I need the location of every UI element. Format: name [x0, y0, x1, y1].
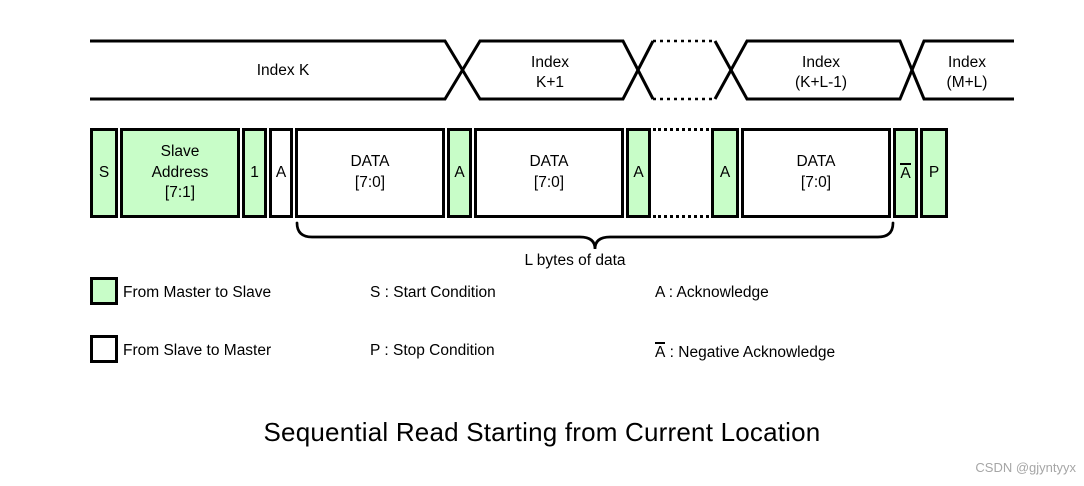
legend-desc: : Stop Condition: [380, 342, 495, 359]
index-segment-label: K+1: [536, 74, 564, 91]
data-bytes-brace: [295, 221, 895, 250]
diagram-title: Sequential Read Starting from Current Lo…: [263, 417, 821, 447]
legend-symbol-overlined: A: [655, 342, 666, 361]
legend-symbol: A: [655, 284, 665, 301]
frame-box-label: A: [633, 163, 644, 181]
csdn-watermark: CSDN @gjyntyyx: [975, 460, 1076, 475]
index-segment-label: Index: [531, 54, 569, 71]
frame-box-read-bit: 1: [242, 128, 267, 218]
frame-box-label: Slave: [160, 143, 200, 161]
frame-box-label-overlined: A: [900, 163, 911, 183]
index-segment-label: (K+L-1): [795, 74, 847, 91]
frame-box-ellipsis: [653, 128, 709, 218]
frame-box-label: DATA: [796, 153, 836, 171]
index-segment-label: Index: [948, 54, 986, 71]
frame-box-label: A: [719, 163, 731, 181]
legend-def-ack: A : Acknowledge: [655, 284, 769, 302]
bus-line-top-right: [713, 39, 1014, 101]
i2c-frame-row: S Slave Address [7:1] 1 A DATA [7:0] A D…: [90, 128, 948, 218]
bus-line-bottom: [90, 39, 655, 101]
index-segment-label: Index: [802, 54, 840, 71]
frame-box-label: [7:0]: [533, 174, 565, 191]
legend-swatch-slave: [90, 335, 118, 363]
index-segment-label: (M+L): [947, 74, 988, 91]
frame-box-ack-master-2: A: [626, 128, 651, 218]
index-bus-waveform: Index K Index K+1 Index (K+L-1) Index (M…: [90, 39, 1014, 101]
legend-slave-label: From Slave to Master: [123, 342, 272, 359]
index-segment-label: Index K: [257, 62, 310, 79]
frame-box-label: A: [275, 163, 287, 181]
brace-path: [295, 221, 895, 250]
frame-box-label: [7:0]: [354, 174, 386, 191]
frame-box-label: [7:1]: [164, 184, 196, 202]
legend-swatch-master: [90, 277, 118, 305]
frame-box-start: S: [90, 128, 118, 218]
frame-box-ack-master-n: A: [711, 128, 739, 218]
frame-box-label: DATA: [529, 153, 569, 171]
frame-box-label: A: [454, 163, 465, 181]
legend-master-label: From Master to Slave: [123, 284, 272, 301]
frame-box-label: Address: [151, 163, 209, 181]
frame-box-ack-slave: A: [269, 128, 293, 218]
frame-box-label: DATA: [350, 153, 390, 171]
frame-box-data-2: DATA [7:0]: [474, 128, 624, 218]
frame-box-ack-master-1: A: [447, 128, 472, 218]
legend-symbol: S: [370, 284, 381, 301]
legend-def-nack: A : Negative Acknowledge: [655, 342, 835, 362]
frame-box-nack: A: [893, 128, 918, 218]
frame-box-data-n: DATA [7:0]: [741, 128, 891, 218]
brace-label: L bytes of data: [524, 252, 626, 269]
frame-box-stop: P: [920, 128, 948, 218]
legend-desc: : Start Condition: [380, 284, 496, 301]
frame-box-slave-address: Slave Address [7:1]: [120, 128, 240, 218]
frame-box-label: S: [98, 163, 110, 181]
frame-box-label: 1: [250, 163, 259, 181]
legend-def-stop: P : Stop Condition: [370, 342, 495, 360]
legend-symbol: P: [370, 342, 381, 359]
legend-desc: : Negative Acknowledge: [665, 344, 836, 361]
bus-line-bottom-right: [713, 39, 1014, 101]
frame-box-label: [7:0]: [800, 174, 832, 191]
legend-desc: : Acknowledge: [664, 284, 769, 301]
bus-line-top: [90, 39, 655, 101]
legend-def-start: S : Start Condition: [370, 284, 496, 302]
frame-box-label: P: [928, 163, 940, 181]
frame-box-data-1: DATA [7:0]: [295, 128, 445, 218]
